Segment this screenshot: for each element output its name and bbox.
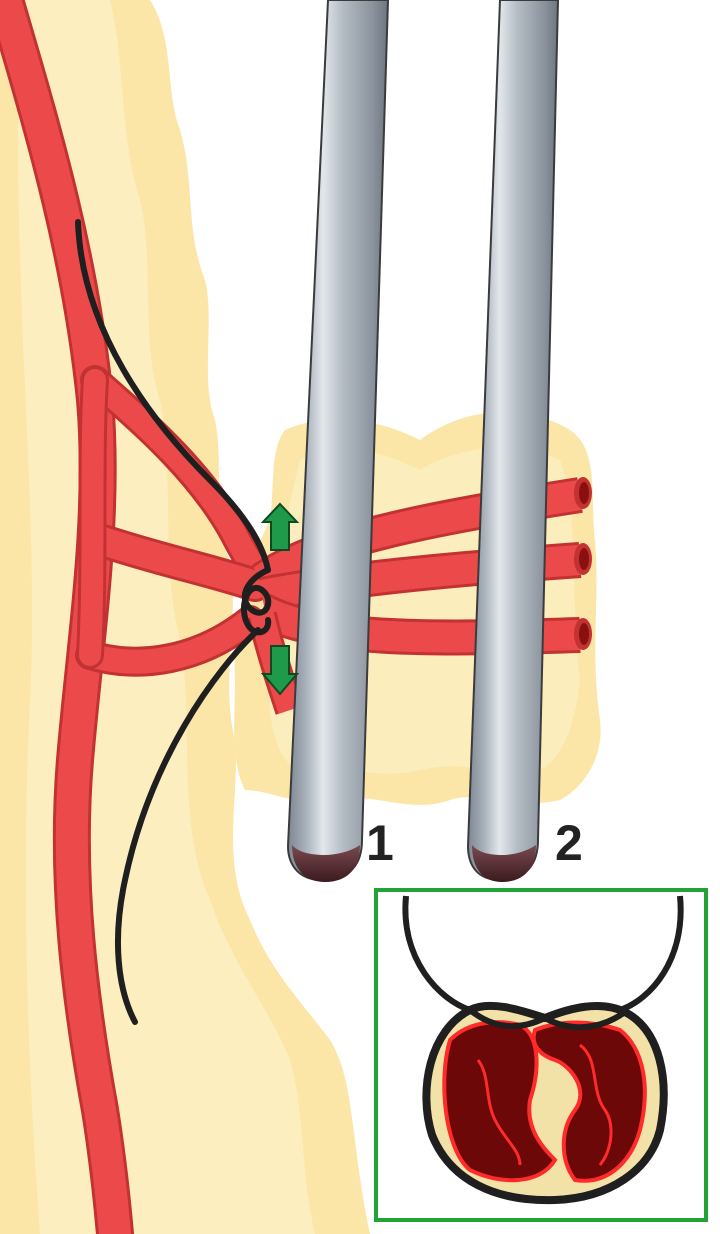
vessel-lumens xyxy=(574,477,592,650)
instrument-2 xyxy=(466,0,560,882)
branch-vessels xyxy=(75,365,277,677)
instrument-1-label: 1 xyxy=(366,815,394,871)
arrow-up-icon xyxy=(260,502,300,551)
instrument-2-label: 2 xyxy=(555,815,583,871)
suture xyxy=(75,219,272,1025)
main-vessel-fill xyxy=(0,0,131,1234)
inset-panel xyxy=(374,888,708,1222)
arrow-down-icon xyxy=(260,645,300,696)
instrument-1 xyxy=(286,0,390,882)
